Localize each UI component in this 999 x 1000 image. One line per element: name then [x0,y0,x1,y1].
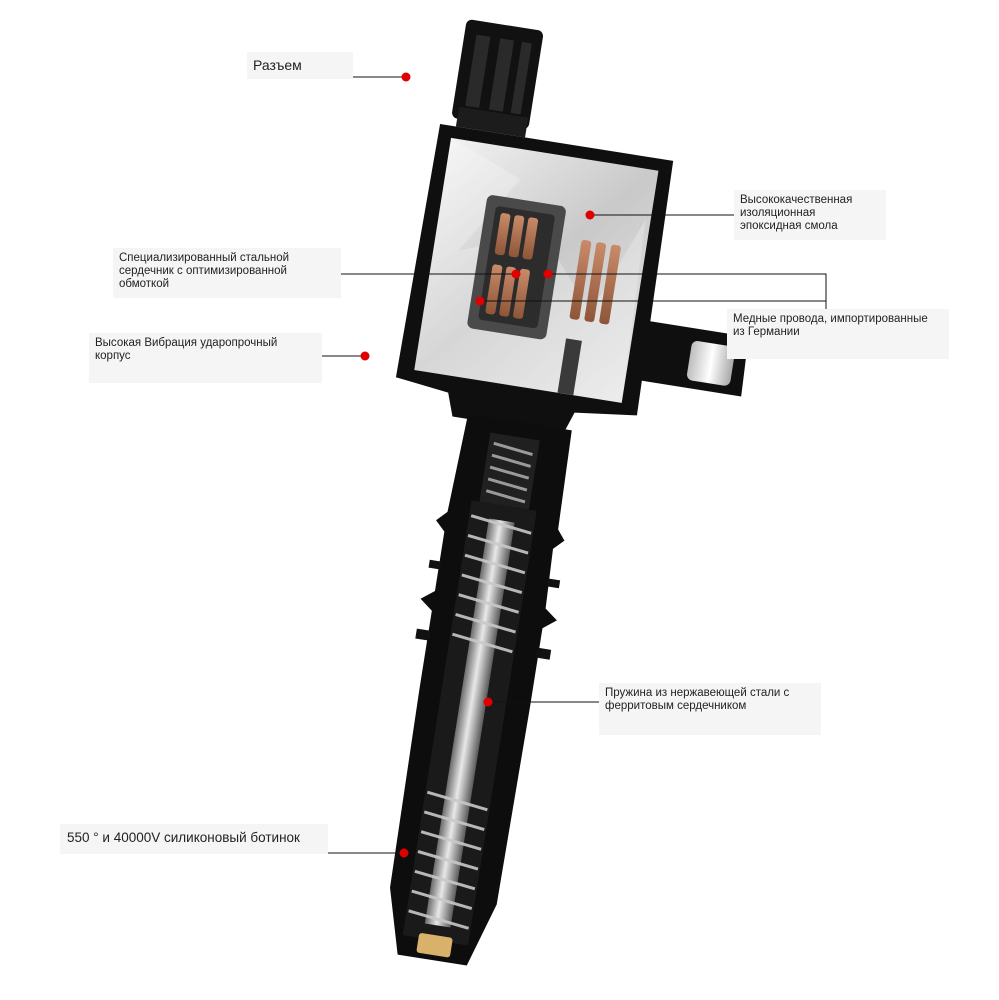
callout-steel-core: Специализированный стальной сердечник с … [113,248,341,298]
label-epoxy-resin: Высококачественная изоляционная эпоксидн… [740,194,853,233]
label-copper-wires: Медные провода, импортированные из Герма… [733,313,928,339]
callout-connector: Разъем [247,52,353,79]
steel-core-winding [467,195,621,396]
spring-ferrite-core [402,432,540,958]
callout-spring: Пружина из нержавеющей стали с ферритовы… [599,683,821,735]
callout-epoxy-resin: Высококачественная изоляционная эпоксидн… [734,190,886,240]
leader-line-copper-2 [480,300,827,309]
marker-spring [483,697,493,707]
marker-boot [399,848,409,858]
label-steel-core: Специализированный стальной сердечник с … [119,252,290,291]
marker-connector [401,72,411,82]
label-connector: Разъем [253,57,302,73]
connector-plug [452,19,544,138]
callout-copper-wires: Медные провода, импортированные из Герма… [727,309,949,359]
marker-epoxy [585,210,595,220]
label-silicone-boot: 550 ° и 40000V силиконовый ботинок [67,830,300,845]
leader-lines [322,76,827,854]
label-housing: Высокая Вибрация ударопрочный корпус [95,337,278,363]
callout-silicone-boot: 550 ° и 40000V силиконовый ботинок [60,824,328,854]
marker-housing [360,351,370,361]
leader-line-copper [548,273,827,309]
marker-core [511,269,521,279]
label-spring: Пружина из нержавеющей стали с ферритовы… [605,687,790,713]
callout-housing: Высокая Вибрация ударопрочный корпус [89,333,322,383]
callout-markers [360,72,595,858]
marker-copper [543,269,553,279]
marker-copper-2 [475,296,485,306]
coil-body [390,19,749,966]
